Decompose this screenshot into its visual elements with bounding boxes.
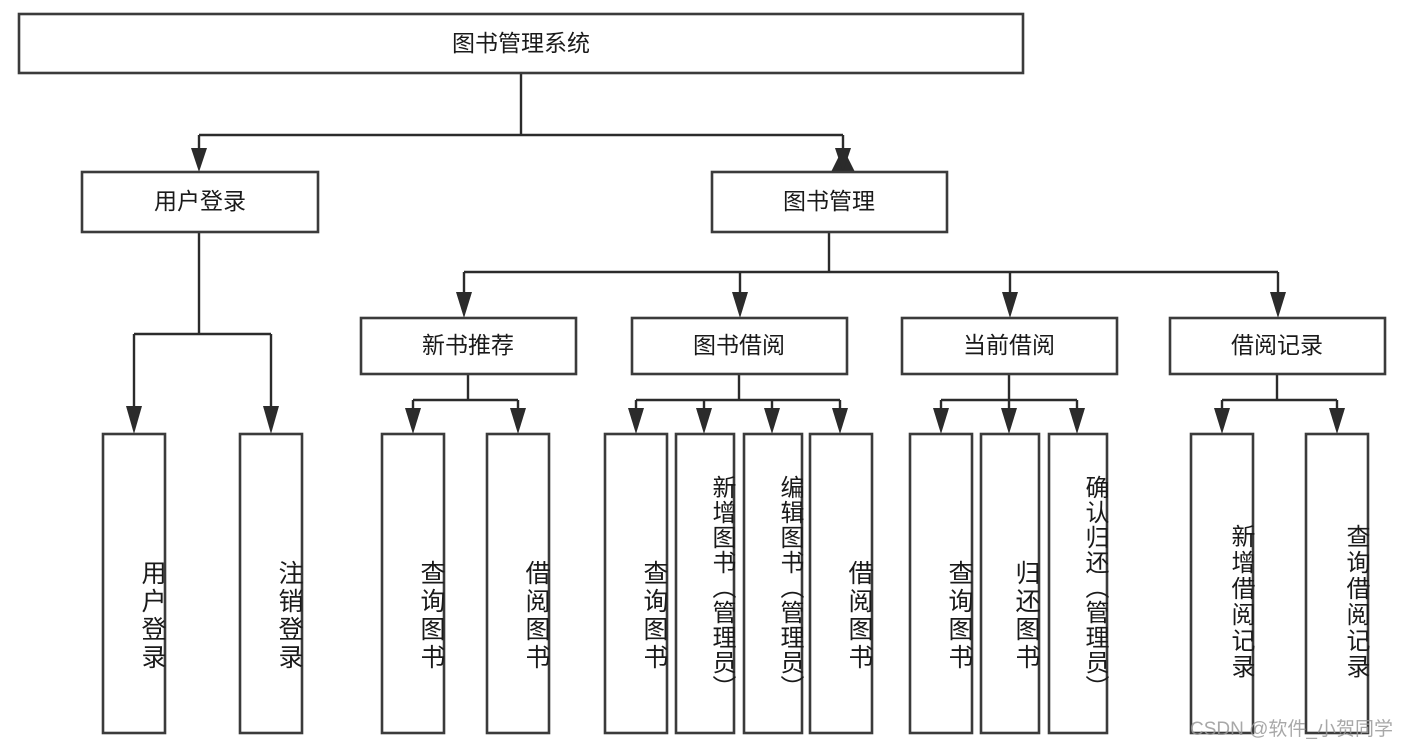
node-current-borrow[interactable]: 当前借阅 <box>900 316 1119 376</box>
node-leaf-borrow-book-2[interactable] <box>808 432 874 735</box>
node-leaf-query-book-1[interactable] <box>380 432 446 735</box>
connector-borrowrecord-to-leaves <box>1214 374 1345 434</box>
connector-newbook-to-leaves <box>405 374 526 434</box>
node-current-borrow-label: 当前借阅 <box>963 332 1055 358</box>
node-book-manage-label: 图书管理 <box>783 188 875 214</box>
node-leaf-edit-book[interactable] <box>742 432 804 735</box>
connector-bookborrow-to-leaves <box>628 374 848 434</box>
node-book-borrow[interactable]: 图书借阅 <box>630 316 849 376</box>
node-book-borrow-label: 图书借阅 <box>693 332 785 358</box>
connector-bookmanage-to-level3 <box>456 232 1286 318</box>
node-leaf-query-record[interactable] <box>1304 432 1370 735</box>
node-borrow-record-label: 借阅记录 <box>1231 332 1323 358</box>
node-borrow-record[interactable]: 借阅记录 <box>1168 316 1387 376</box>
node-leaf-query-book-3[interactable] <box>908 432 974 735</box>
connector-root-to-level2 <box>191 73 855 172</box>
node-root-system-label: 图书管理系统 <box>452 30 590 56</box>
node-leaf-user-login[interactable] <box>101 432 167 735</box>
node-leaf-return-book[interactable] <box>979 432 1041 735</box>
connector-currentborrow-to-leaves <box>933 374 1085 434</box>
node-user-login[interactable]: 用户登录 <box>80 170 320 234</box>
node-book-manage[interactable]: 图书管理 <box>710 170 949 234</box>
node-leaf-add-record[interactable] <box>1189 432 1255 735</box>
node-root-system[interactable]: 图书管理系统 <box>17 12 1025 75</box>
csdn-watermark: CSDN @软件_小贺同学 <box>1190 719 1393 740</box>
node-new-book-recommend-label: 新书推荐 <box>422 332 514 358</box>
node-user-login-label: 用户登录 <box>154 188 246 214</box>
node-leaf-logout-login[interactable] <box>238 432 304 735</box>
node-leaf-query-book-2[interactable] <box>603 432 669 735</box>
node-leaf-confirm-return[interactable] <box>1047 432 1109 735</box>
node-new-book-recommend[interactable]: 新书推荐 <box>359 316 578 376</box>
connector-userlogin-to-leaves <box>126 232 279 434</box>
node-leaf-borrow-book-1[interactable] <box>485 432 551 735</box>
node-leaf-add-book[interactable] <box>674 432 736 735</box>
